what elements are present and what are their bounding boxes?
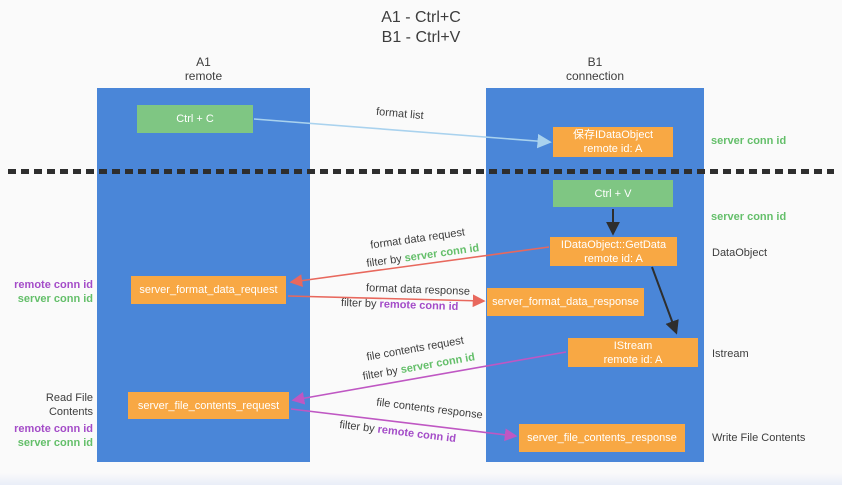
node-ctrl-c: Ctrl + C: [137, 105, 253, 133]
edge-label-filter-by-remote-conn-id-1: filter by remote conn id: [341, 297, 459, 313]
node-save-idataobject-line1: 保存IDataObject: [572, 129, 654, 141]
node-file-response-label: server_file_contents_response: [527, 432, 677, 444]
edge-label-format-data-response: format data response: [365, 282, 471, 298]
node-ctrl-c-label: Ctrl + C: [176, 113, 214, 125]
node-save-idataobject-line2: remote id: A: [583, 143, 643, 155]
node-server-file-contents-response: server_file_contents_response: [519, 424, 685, 452]
node-istream-line1: IStream: [613, 339, 653, 352]
lane-a1-subtitle: remote: [184, 69, 223, 83]
annotation-read-file-contents-group: Read File Contents remote conn id server…: [0, 391, 93, 450]
filter-by-text: filter by: [365, 252, 406, 270]
annotation-left-conn-ids-1: remote conn id server conn id: [0, 278, 93, 306]
lane-b1-subtitle: connection: [565, 69, 625, 83]
lane-b1-name: B1: [587, 55, 603, 69]
annotation-write-file-contents: Write File Contents: [712, 432, 806, 444]
annotation-remote-conn-id-1: remote conn id: [14, 279, 93, 291]
node-server-format-data-request: server_format_data_request: [131, 276, 286, 304]
node-format-request-label: server_format_data_request: [139, 284, 278, 296]
annotation-remote-conn-id-2: remote conn id: [14, 423, 93, 435]
node-getdata-line2: remote id: A: [584, 252, 643, 265]
annotation-read-file-contents: Read File Contents: [45, 392, 93, 418]
node-istream: IStream remote id: A: [568, 338, 698, 367]
annotation-server-conn-id-left-1: server conn id: [17, 293, 93, 305]
node-server-format-data-response: server_format_data_response: [487, 288, 644, 316]
remote-conn-id-text: remote conn id: [379, 298, 459, 314]
lane-header-b1: B1 connection: [486, 55, 704, 83]
title-line-1: A1 - Ctrl+C: [381, 9, 461, 26]
edge-label-format-list: format list: [375, 105, 425, 123]
node-file-request-label: server_file_contents_request: [137, 399, 280, 412]
node-ctrl-v: Ctrl + V: [553, 180, 673, 207]
annotation-server-conn-id-2: server conn id: [711, 211, 787, 223]
node-server-file-contents-request: server_file_contents_request: [128, 392, 289, 419]
node-ctrl-v-label: Ctrl + V: [594, 187, 632, 200]
edge-label-file-contents-response: file contents response: [375, 396, 484, 422]
annotation-istream: Istream: [712, 348, 749, 360]
annotation-dataobject: DataObject: [712, 247, 768, 259]
remote-conn-id-text: remote conn id: [376, 423, 457, 446]
phase-separator-dashed-line: [8, 169, 834, 174]
lane-header-a1: A1 remote: [97, 55, 310, 83]
title-line-2: B1 - Ctrl+V: [381, 29, 461, 46]
annotation-server-conn-id-1: server conn id: [711, 135, 787, 147]
filter-by-text: filter by: [361, 364, 402, 383]
node-save-idataobject: 保存IDataObject remote id: A: [553, 127, 673, 157]
node-getdata-line1: IDataObject::GetData: [560, 238, 667, 251]
node-istream-line2: remote id: A: [603, 353, 663, 366]
lane-a1-name: A1: [196, 55, 211, 69]
annotation-server-conn-id-left-2: server conn id: [17, 437, 93, 449]
diagram-title: A1 - Ctrl+C B1 - Ctrl+V: [0, 8, 842, 48]
filter-by-text: filter by: [340, 296, 380, 311]
node-format-response-label: server_format_data_response: [492, 296, 639, 308]
server-conn-id-text: server conn id: [403, 242, 481, 265]
bottom-window-edge: [0, 473, 842, 485]
filter-by-text: filter by: [338, 418, 379, 436]
edge-label-filter-by-remote-conn-id-2: filter by remote conn id: [339, 419, 457, 445]
node-idataobject-getdata: IDataObject::GetData remote id: A: [550, 237, 677, 266]
